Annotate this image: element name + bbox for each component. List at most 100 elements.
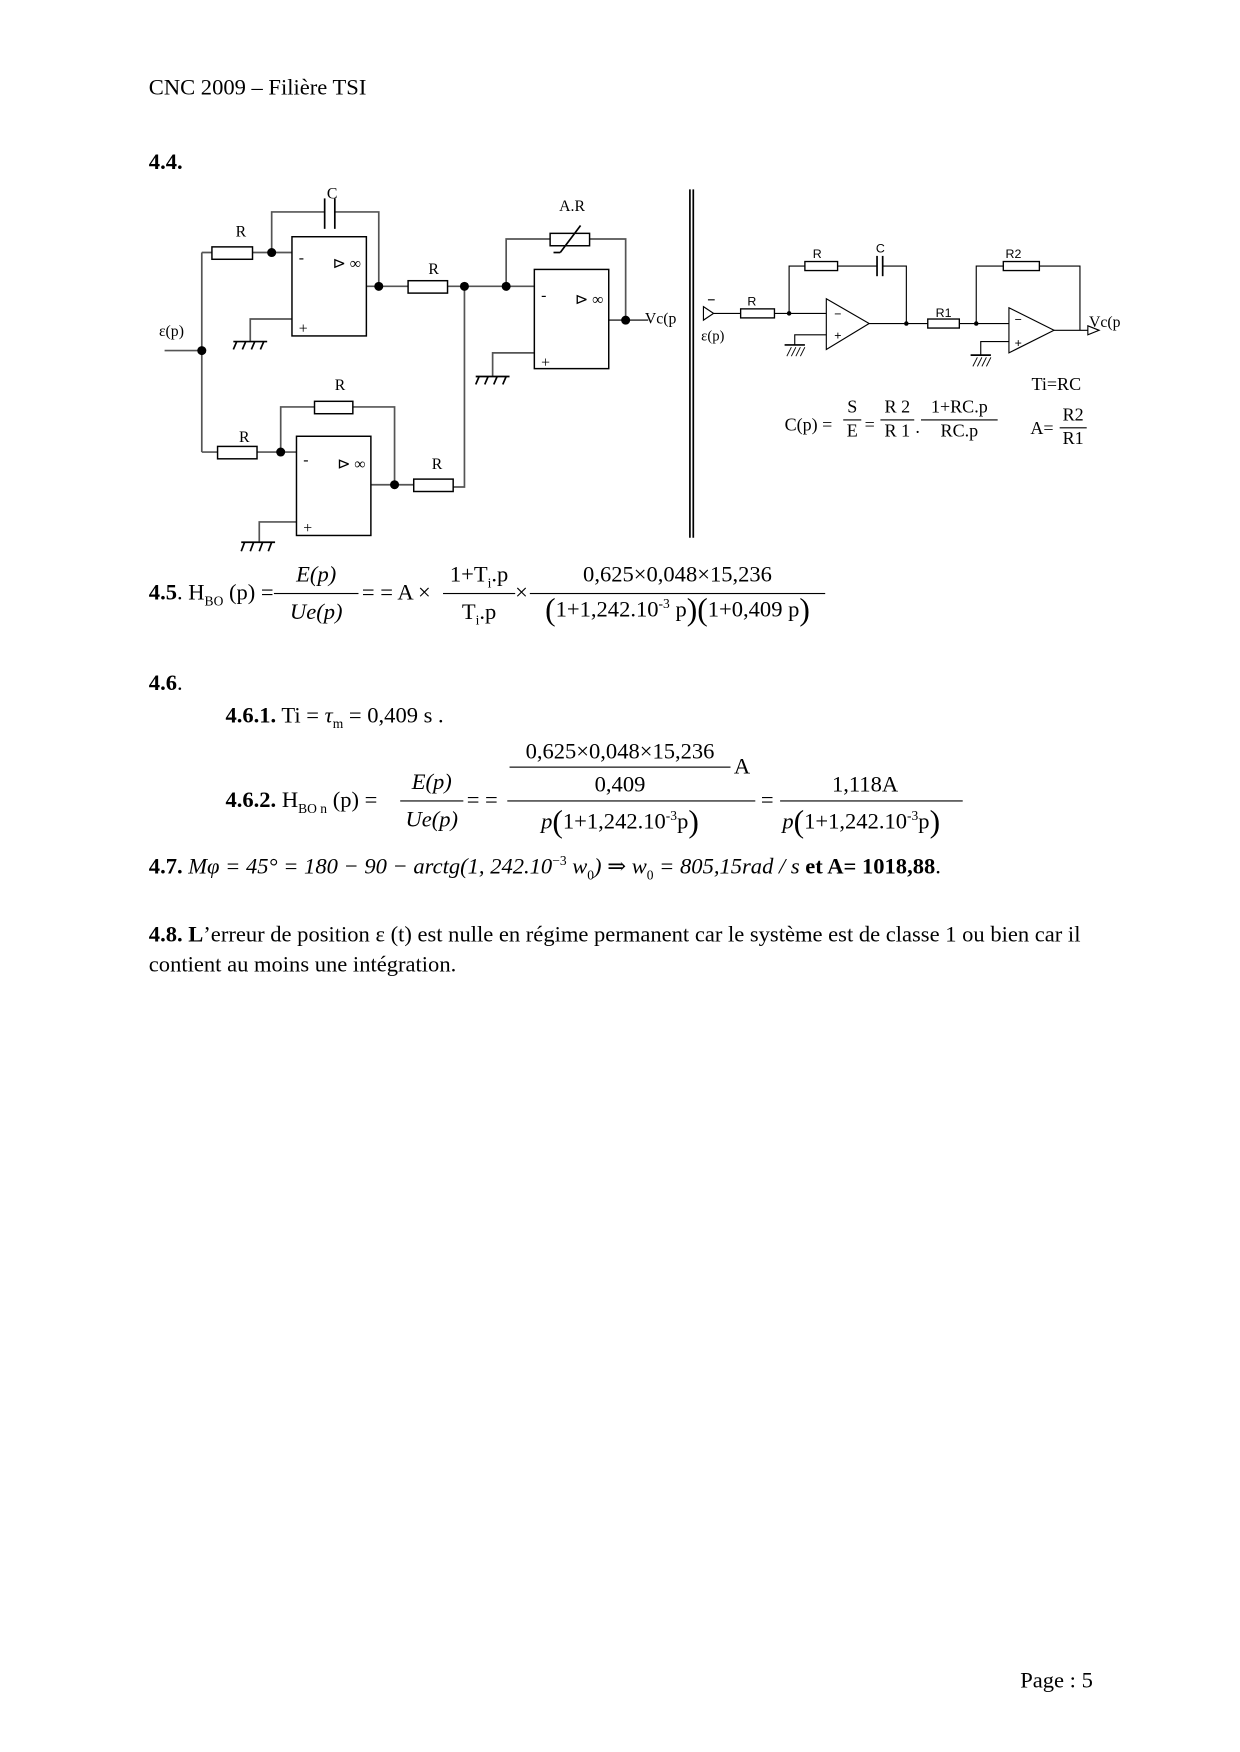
eqeq: = =: [466, 787, 498, 813]
opamp-r1-plus: +: [834, 328, 841, 342]
ti-value: = 0,409 s .: [343, 703, 444, 729]
inner-den: 0,409: [594, 772, 646, 798]
label-r-bot-in: R: [239, 429, 250, 446]
eq2: =: [760, 787, 774, 813]
ti-text: Ti =: [281, 703, 325, 729]
section-4-7: 4.7. Mφ = 45° = 180 − 90 − arctg(1, 242.…: [148, 852, 941, 882]
rc-num: 1+RC.p: [930, 397, 988, 418]
label-cap: C: [327, 185, 338, 202]
rc-fraction: 1+RC.p RC.p: [921, 399, 998, 441]
a-num: R2: [1062, 405, 1084, 425]
h2: H: [281, 787, 299, 813]
uep2: Ue(p): [405, 807, 459, 832]
den1: T: [461, 599, 476, 625]
num-r: 1,118A: [831, 772, 899, 798]
text-4-8: ’erreur de position ε (t) est nulle en r…: [148, 922, 1081, 978]
page-number: Page : 5: [1020, 1668, 1093, 1694]
opamp3-symbol: ⊳ ∞: [575, 291, 603, 308]
opamp-r1-minus: −: [834, 307, 841, 321]
opamp1-symbol: ⊳ ∞: [333, 255, 361, 272]
label-output: Vc(p: [645, 311, 677, 328]
opamp-r2-minus: −: [1015, 313, 1022, 327]
opamp1-plus: +: [299, 321, 308, 338]
num1-end: .p: [491, 562, 509, 588]
label-r-in: R: [747, 294, 756, 308]
phase-margin-eq: Mφ = 45° = 180 − 90 − arctg(1, 242.10: [188, 854, 553, 880]
label-input: ε(p): [159, 323, 184, 340]
tau-sub: m: [332, 715, 344, 732]
w: w: [566, 854, 588, 880]
s-over-e: S E: [843, 397, 862, 441]
den-b: p: [677, 809, 689, 835]
e: E: [846, 421, 858, 441]
a-lhs: A=: [1030, 419, 1054, 439]
left-circuit-diagram: ε(p) C R R A.R Vc(p R R R - + ⊳ ∞ - + ⊳ …: [159, 185, 695, 552]
label-4-6-1: 4.6.1.: [225, 703, 277, 729]
r2-over-r1: R 2 R 1: [880, 397, 915, 441]
inner-fraction: 0,625×0,048×15,236 0,409: [509, 741, 731, 798]
ti-eq-rc: Ti=RC: [1031, 375, 1082, 395]
uep: Ue(p): [289, 599, 343, 625]
r2: R 2: [884, 397, 911, 418]
plant-fraction: 0,625×0,048×15,236 (1+1,242.10-3 p)(1+0,…: [529, 562, 826, 627]
den-p: p: [541, 809, 553, 835]
end: .: [935, 854, 941, 880]
ep: E(p): [296, 562, 337, 588]
w2-sub: 0: [646, 866, 654, 883]
label-cap-right: C: [876, 242, 885, 256]
a-value: et A= 1018,88: [799, 854, 936, 880]
a: A: [733, 754, 751, 779]
eq: =: [864, 415, 875, 436]
label-r-fb: R: [813, 247, 822, 261]
h-sub: BO: [204, 592, 224, 609]
cp-lhs: C(p) =: [784, 415, 833, 436]
den1-end: .p: [479, 599, 497, 625]
opamp3-plus: +: [541, 354, 550, 371]
label-4-7: 4.7.: [148, 854, 183, 880]
h: H: [188, 580, 205, 606]
opamp2-plus: +: [303, 520, 312, 537]
exp: −3: [552, 852, 567, 869]
section-4-6-label: 4.6: [148, 670, 177, 696]
w0-value: = 805,15rad / s: [653, 854, 800, 880]
h-arg: (p) =: [228, 580, 274, 606]
rc-den: RC.p: [940, 421, 979, 441]
a-den: R1: [1062, 429, 1084, 449]
den2-a: 1+1,242.10: [555, 597, 659, 623]
den-exp2: -3: [907, 807, 919, 824]
label-var-resistor: A.R: [559, 198, 585, 215]
section-4-8: 4.8. L’erreur de position ε (t) est null…: [149, 920, 1096, 981]
label-r-bot-out: R: [432, 456, 443, 473]
num2: 0,625×0,048×15,236: [583, 562, 772, 588]
h2-arg: (p) =: [332, 787, 378, 813]
r1: R 1: [884, 421, 911, 441]
opamp1-minus: -: [299, 250, 304, 267]
section-4-4-label: 4.4.: [148, 149, 183, 175]
den1-sub: i: [475, 612, 480, 628]
opamp2-symbol: ⊳ ∞: [337, 456, 365, 473]
num1-sub: i: [487, 574, 492, 591]
eq-a-times: = = A ×: [361, 580, 431, 606]
den2-c: 1+0,409 p: [707, 597, 800, 623]
num1: 1+T: [449, 562, 488, 588]
ep-over-uep: E(p) Ue(p): [273, 562, 359, 625]
den2-b: p: [669, 597, 687, 623]
opamp-r2-plus: +: [1015, 336, 1022, 350]
ep2: E(p): [411, 769, 452, 795]
dot: .: [915, 418, 920, 438]
ti-fraction: 1+Ti.p Ti.p: [443, 562, 516, 627]
s: S: [847, 397, 858, 418]
label-output-right: Vc(p: [1089, 314, 1121, 331]
h2-sub: BO n: [298, 800, 328, 817]
opamp2-minus: -: [303, 451, 308, 468]
den-exp: -3: [665, 807, 678, 824]
section-4-6-1: 4.6.1. Ti = τm = 0,409 s .: [225, 703, 444, 731]
section-4-5-label: 4.5: [148, 580, 177, 606]
label-r-mid: R: [428, 261, 439, 278]
opamp3-minus: -: [541, 287, 546, 304]
den-p2: p: [782, 809, 794, 835]
right-circuit-diagram: R R C R1 R2 − + − + ε(p) Vc(p: [701, 242, 1121, 367]
label-r-top: R: [236, 224, 247, 241]
page-header: CNC 2009 – Filière TSI: [148, 75, 367, 101]
